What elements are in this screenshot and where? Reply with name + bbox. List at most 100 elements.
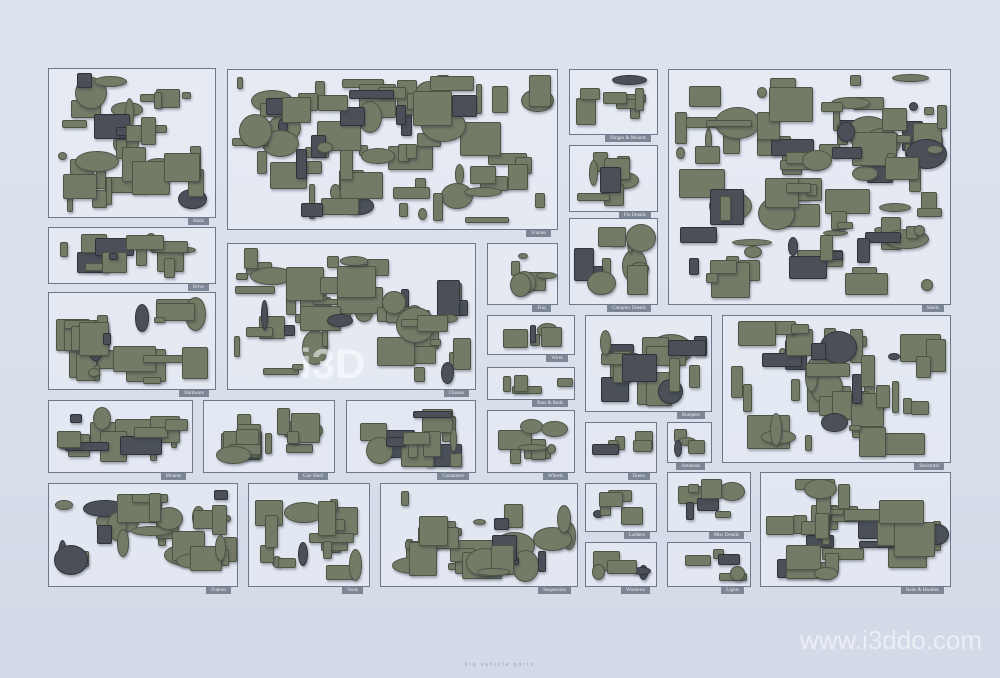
panel-label: Windows — [621, 587, 650, 594]
part-piece — [164, 152, 201, 183]
part-piece — [891, 74, 929, 83]
part-piece — [915, 355, 931, 379]
part-piece — [399, 203, 408, 218]
part-piece — [879, 203, 912, 213]
part-piece — [436, 280, 461, 316]
part-piece — [761, 353, 802, 368]
part-piece — [626, 223, 657, 252]
part-piece — [412, 91, 453, 126]
part-piece — [236, 272, 249, 280]
part-piece — [402, 431, 431, 445]
panel-label: Shells — [921, 305, 944, 312]
part-piece — [126, 234, 164, 251]
panel-gun: Gun Shell — [203, 400, 335, 480]
part-piece — [742, 383, 752, 413]
panel-label: Frames — [206, 587, 231, 594]
part-piece — [432, 193, 443, 221]
part-piece — [317, 142, 333, 154]
panel-fins: Fins — [487, 243, 558, 312]
part-piece — [598, 491, 624, 507]
panel-label: Bumpers — [676, 412, 705, 419]
part-piece — [281, 97, 311, 123]
part-piece — [134, 427, 168, 439]
panel-shells: Shells — [668, 69, 951, 312]
part-piece — [349, 549, 362, 581]
part-piece — [450, 427, 458, 452]
part-piece — [679, 226, 718, 244]
part-piece — [494, 517, 509, 531]
panel-rails: Rails & Handles — [760, 472, 951, 594]
part-piece — [318, 500, 337, 537]
panel-label: Ladders — [623, 532, 650, 539]
watermark-url: www.i3ddo.com — [799, 625, 982, 655]
part-piece — [148, 492, 162, 522]
part-piece — [541, 420, 568, 438]
part-piece — [540, 327, 562, 347]
part-piece — [851, 373, 863, 405]
panel-hinges: Hinges & Mounts — [569, 69, 658, 142]
part-piece — [477, 568, 510, 576]
part-piece — [822, 548, 864, 560]
part-piece — [213, 489, 229, 501]
part-piece — [684, 555, 711, 567]
panel-wheels: Wheels — [487, 410, 575, 480]
part-piece — [537, 550, 546, 572]
part-piece — [576, 192, 611, 202]
part-piece — [926, 145, 943, 155]
panel-ladders: Ladders — [585, 483, 657, 539]
part-piece — [181, 92, 192, 100]
part-piece — [321, 198, 360, 215]
part-piece — [87, 368, 101, 378]
part-piece — [277, 407, 291, 435]
part-piece — [820, 413, 848, 433]
part-piece — [591, 563, 606, 580]
part-piece — [597, 226, 626, 248]
part-piece — [326, 313, 354, 328]
part-piece — [59, 241, 68, 257]
part-piece — [284, 325, 296, 336]
part-piece — [459, 122, 502, 157]
part-piece — [116, 529, 130, 557]
part-piece — [769, 87, 813, 123]
part-piece — [913, 224, 926, 236]
part-piece — [814, 567, 838, 581]
part-piece — [54, 545, 89, 575]
part-piece — [413, 410, 453, 418]
part-piece — [463, 187, 502, 198]
part-piece — [528, 74, 551, 107]
part-piece — [688, 258, 700, 275]
part-piece — [881, 107, 908, 131]
part-piece — [454, 164, 465, 186]
panel-vents: Vents — [248, 483, 370, 594]
part-piece — [574, 248, 594, 282]
part-piece — [924, 106, 935, 115]
part-piece — [694, 146, 721, 164]
part-piece — [791, 324, 809, 334]
part-piece — [885, 157, 920, 181]
panel-frames-top: Frames — [227, 69, 558, 237]
part-piece — [687, 483, 699, 494]
part-piece — [287, 431, 300, 445]
part-piece — [96, 525, 113, 544]
part-piece — [417, 207, 428, 221]
part-piece — [406, 143, 417, 160]
panel-windows: Windows — [585, 542, 657, 594]
part-piece — [181, 347, 208, 380]
panel-structural: Structural — [722, 315, 951, 470]
panel-label: Doors — [627, 473, 650, 480]
part-piece — [859, 426, 886, 457]
part-piece — [909, 102, 919, 112]
part-piece — [503, 328, 529, 348]
panel-complex: Complex Details — [569, 218, 658, 312]
panel-chassis: Chassis — [227, 243, 476, 397]
part-piece — [360, 148, 396, 164]
part-piece — [788, 255, 828, 279]
part-piece — [674, 111, 688, 144]
part-piece — [246, 326, 273, 338]
part-piece — [400, 491, 409, 507]
part-piece — [710, 260, 738, 275]
part-piece — [805, 363, 851, 377]
part-piece — [510, 273, 531, 298]
part-piece — [737, 321, 777, 346]
part-piece — [892, 380, 899, 413]
